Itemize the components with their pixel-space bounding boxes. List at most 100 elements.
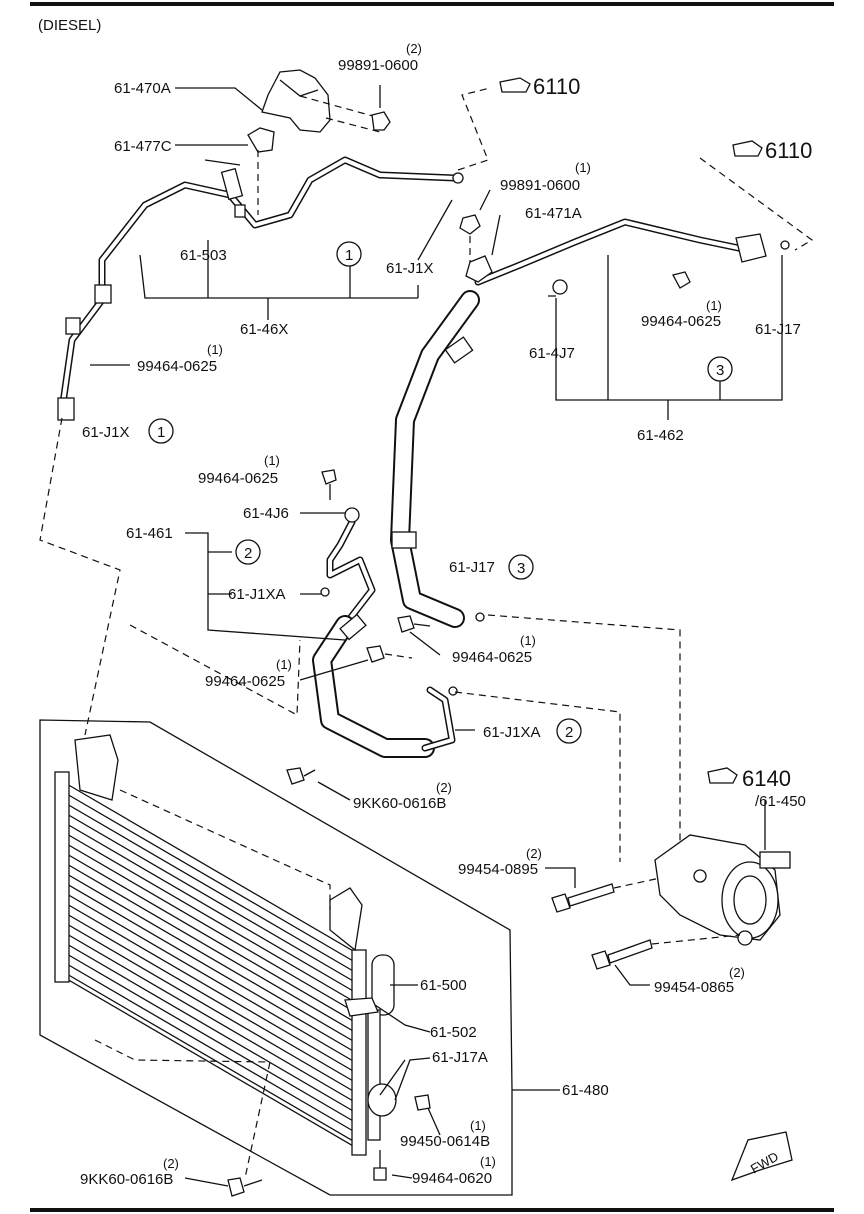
clip-61-477c xyxy=(247,127,275,215)
qty-99454-0865: (2) xyxy=(729,965,745,980)
label-61-461: 61-461 xyxy=(126,525,173,542)
ref-6110a: 6110 xyxy=(499,74,580,99)
fwd-arrow: FWD xyxy=(730,1131,793,1182)
label-61-4j7: 61-4J7 xyxy=(529,345,575,362)
label-99454-0865: 99454-0865 xyxy=(654,979,734,996)
label-9kk60-b: 9KK60-0616B xyxy=(80,1171,173,1188)
label-61-j1x-left: 61-J1X xyxy=(82,424,130,441)
label-99464-a: 99464-0625 xyxy=(137,358,217,375)
svg-text:6110: 6110 xyxy=(533,74,580,99)
bolt-99454-0865 xyxy=(591,934,741,970)
sensor-61-503 xyxy=(220,167,246,218)
label-61-j17a: 61-J17A xyxy=(432,1049,488,1066)
page-title: (DIESEL) xyxy=(38,17,101,34)
label-99464-b: 99464-0625 xyxy=(198,470,278,487)
qty-99464-d: (1) xyxy=(520,633,536,648)
qty-99464-0620: (1) xyxy=(480,1154,496,1169)
label-61-502: 61-502 xyxy=(430,1024,477,1041)
svg-text:2: 2 xyxy=(565,724,573,741)
bolt-9kk60-a xyxy=(286,767,316,785)
qty-99891-top: (2) xyxy=(406,41,422,56)
callout-1a: 1 xyxy=(336,241,362,267)
qty-99454-0895: (2) xyxy=(526,846,542,861)
qty-99464-c: (1) xyxy=(706,298,722,313)
bolt-99464-b xyxy=(321,469,337,500)
label-99450: 99450-0614B xyxy=(400,1133,490,1150)
callout-2a: 2 xyxy=(235,539,261,565)
bolt-99891-mid xyxy=(459,214,481,262)
leaders-compressor-bolts xyxy=(545,867,650,986)
pipe-61-461 xyxy=(312,507,458,758)
label-61-46x: 61-46X xyxy=(240,321,288,338)
qty-9kk60-b: (2) xyxy=(163,1156,179,1171)
label-61-j1xa-top: 61-J1XA xyxy=(228,586,286,603)
label-61-503: 61-503 xyxy=(180,247,227,264)
dash-bracket-bottom xyxy=(94,1039,271,1179)
label-61-462: 61-462 xyxy=(637,427,684,444)
dash-to-6110b xyxy=(699,157,814,251)
dash-to-6110a xyxy=(457,87,491,171)
callout-2b: 2 xyxy=(556,718,582,744)
dash-j17-to-compressor xyxy=(487,614,681,860)
receiver-drier-61-500 xyxy=(367,954,397,1141)
label-61-j17-top: 61-J17 xyxy=(755,321,801,338)
bolt-9kk60-b xyxy=(227,1177,263,1197)
label-61-470a: 61-470A xyxy=(114,80,171,97)
leaders-condenser xyxy=(184,781,441,1187)
callout-1b: 1 xyxy=(148,418,174,444)
svg-text:3: 3 xyxy=(517,560,525,577)
label-61-477c: 61-477C xyxy=(114,138,172,155)
ref-6110b: 6110 xyxy=(732,138,812,163)
compressor-61-450 xyxy=(654,834,791,946)
svg-text:1: 1 xyxy=(345,247,353,264)
qty-9kk60-a: (2) xyxy=(436,780,452,795)
qty-99464-a: (1) xyxy=(207,342,223,357)
dash-j1xa-to-compressor xyxy=(454,691,621,862)
pipe-61-462 xyxy=(465,218,790,286)
qty-99464-e: (1) xyxy=(276,657,292,672)
svg-text:1: 1 xyxy=(157,424,165,441)
bolt-99464-e xyxy=(366,645,413,663)
dash-j1x-to-condenser xyxy=(39,417,121,736)
bolt-99464-d xyxy=(397,615,431,633)
leader-61-j1x-top xyxy=(417,199,453,261)
label-99454-0895: 99454-0895 xyxy=(458,861,538,878)
svg-text:6140: 6140 xyxy=(742,766,791,791)
label-61-500: 61-500 xyxy=(420,977,467,994)
outline-61-480 xyxy=(39,719,513,1196)
label-9kk60-a: 9KK60-0616B xyxy=(353,795,446,812)
svg-text:6110: 6110 xyxy=(765,138,812,163)
oring-61-4j7 xyxy=(552,279,568,295)
pipe-61-46x xyxy=(57,156,464,421)
dash-condenser-upper xyxy=(119,789,331,910)
label-99464-d: 99464-0625 xyxy=(452,649,532,666)
ref-6140: 6140 xyxy=(707,766,791,791)
pointing-hand-icon xyxy=(499,77,531,93)
suction-hose xyxy=(390,290,485,628)
leaders-middle-low xyxy=(299,631,475,731)
label-61-471a: 61-471A xyxy=(525,205,582,222)
leader-61-461 xyxy=(185,512,346,641)
bolt-99891-top xyxy=(371,85,391,131)
label-61-j1x-top: 61-J1X xyxy=(386,260,434,277)
bolt-99464-0620 xyxy=(373,1150,387,1181)
condenser-core xyxy=(54,734,367,1156)
callout-3a: 3 xyxy=(707,356,733,382)
leaders-mid xyxy=(479,189,556,297)
svg-text:3: 3 xyxy=(716,362,724,379)
leader-61-462 xyxy=(555,255,783,420)
leader-61-46x xyxy=(139,240,419,320)
qty-99891-mid: (1) xyxy=(575,160,591,175)
bracket-61-470a xyxy=(261,69,381,133)
svg-text:2: 2 xyxy=(244,545,252,562)
pointing-hand-icon xyxy=(707,767,738,784)
label-61-4j6: 61-4J6 xyxy=(243,505,289,522)
bolt-99464-c xyxy=(672,271,691,289)
bracket-61-502 xyxy=(344,997,379,1017)
callout-3b: 3 xyxy=(508,554,534,580)
bolt-99454-0895 xyxy=(551,877,661,913)
label-99891-mid: 99891-0600 xyxy=(500,177,580,194)
qty-99464-b: (1) xyxy=(264,453,280,468)
label-61-j17-mid: 61-J17 xyxy=(449,559,495,576)
